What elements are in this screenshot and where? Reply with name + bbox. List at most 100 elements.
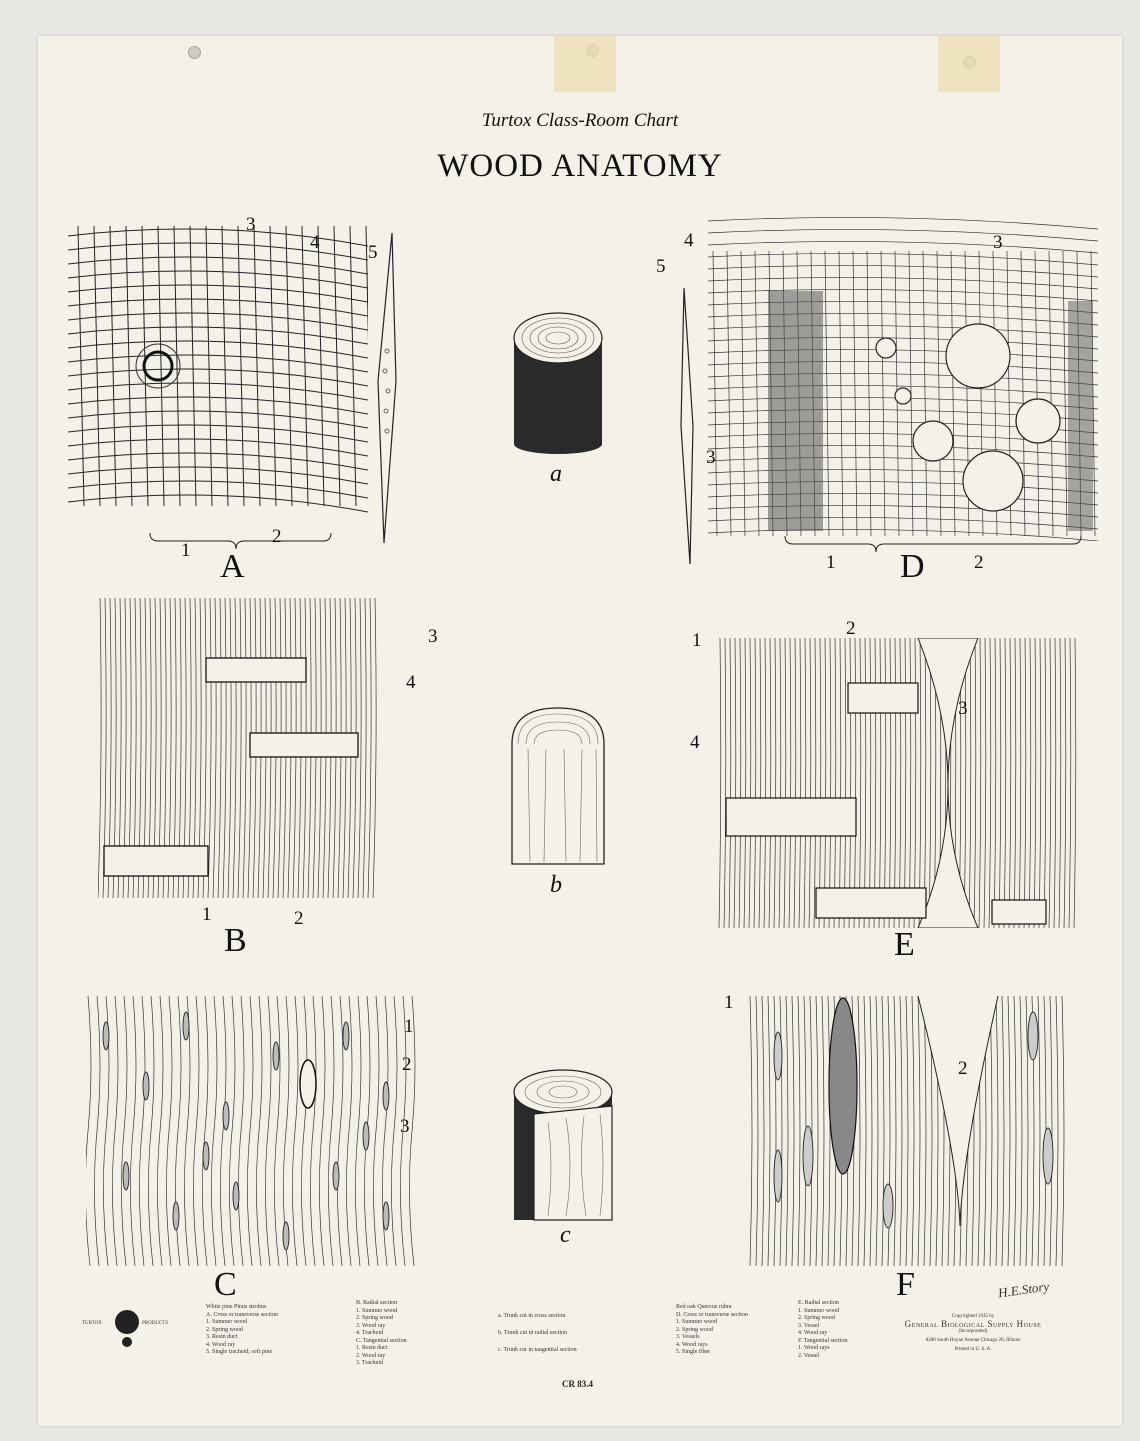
- legend-item: White pine Pinus strobus: [206, 1304, 267, 1310]
- legend-item: 2. Spring wood: [206, 1326, 243, 1333]
- legend-column-2: B. Radial section 1. Summer wood 2. Spri…: [356, 1300, 407, 1368]
- figure-b-label-3: 3: [428, 626, 438, 647]
- figure-f-tangential-section-drawing: [749, 996, 1065, 1266]
- publisher-block: Copyrighted 1945 by General Biological S…: [873, 1314, 1073, 1352]
- publisher-address: 8200 South Hoyne Avenue Chicago 20, Illi…: [925, 1338, 1021, 1343]
- publisher-line: (Incorporated): [958, 1329, 988, 1334]
- legend-item: 2. Wood ray: [356, 1352, 386, 1359]
- legend-item: 3. Wood ray: [356, 1322, 386, 1329]
- legend-item: 1. Summer wood: [206, 1319, 248, 1325]
- turtox-logo-icon: [115, 1310, 139, 1347]
- figure-c-label-2: 2: [402, 1054, 412, 1075]
- legend-item: 3. Vessels: [676, 1334, 700, 1340]
- figure-e-label-4: 4: [690, 732, 700, 753]
- legend-item: 1. Summer wood: [798, 1307, 840, 1314]
- figure-d-label-5: 5: [656, 256, 666, 277]
- figure-e-label-1: 1: [692, 630, 702, 651]
- figure-a-letter: A: [220, 548, 245, 585]
- legend-item: 2. Spring wood: [798, 1315, 835, 1321]
- figure-a-label-5: 5: [368, 242, 378, 263]
- legend-item: 1. Resin duct: [356, 1345, 388, 1351]
- figure-a-bracket: [149, 532, 332, 550]
- figure-b-label-2: 2: [294, 908, 304, 929]
- figure-f-label-2: 2: [958, 1058, 968, 1079]
- figure-d-bracket: [784, 535, 1082, 553]
- chart-poster: Turtox Class-Room Chart WOOD ANATOMY 3 4…: [38, 36, 1122, 1426]
- trunk-c-letter: c: [560, 1222, 571, 1248]
- publisher-line: Printed in U. S. A.: [954, 1347, 992, 1352]
- legend-item: 4. Wood ray: [206, 1341, 236, 1348]
- logo-text-right: PRODUCTS: [142, 1321, 169, 1326]
- legend-item: F. Tangential section: [798, 1337, 848, 1344]
- legend-item: C. Tangential section: [356, 1337, 407, 1344]
- legend-item: 2. Spring wood: [356, 1315, 393, 1321]
- trunk-a-letter: a: [550, 461, 562, 487]
- figure-d-label-3-top: 3: [993, 232, 1003, 253]
- legend-item: b. Trunk cut in radial section: [498, 1330, 567, 1336]
- trunk-b-letter: b: [550, 872, 562, 898]
- figure-a-label-2: 2: [272, 526, 282, 547]
- figure-b-label-4: 4: [406, 672, 416, 693]
- trunk-c-tangential-cut-drawing: [513, 1069, 613, 1221]
- legend-item: 4. Tracheid: [356, 1330, 383, 1336]
- legend-item: 4. Wood ray: [798, 1330, 828, 1336]
- figure-c-label-3: 3: [400, 1116, 410, 1137]
- legend-item: 2. Spring wood: [676, 1326, 713, 1333]
- legend-item: 2. Vessel: [798, 1352, 820, 1359]
- figure-d-label-4: 4: [684, 230, 694, 251]
- legend-item: 1. Summer wood: [356, 1307, 398, 1314]
- figure-a-label-4: 4: [310, 232, 320, 253]
- legend-item: D. Cross or transverse section: [676, 1311, 748, 1318]
- figure-e-radial-section-drawing: [718, 638, 1077, 928]
- legend-item: 1. Summer wood: [676, 1319, 718, 1325]
- figure-b-radial-section-drawing: [98, 598, 377, 898]
- chart-title: WOOD ANATOMY: [437, 148, 723, 184]
- legend-column-4: Red oak Quercus rubra D. Cross or transv…: [676, 1304, 748, 1357]
- legend-item: 1. Wood rays: [798, 1345, 830, 1351]
- legend-item: Red oak Quercus rubra: [676, 1304, 732, 1310]
- legend-item: 3. Tracheid: [356, 1360, 383, 1366]
- legend-column-1: White pine Pinus strobus A. Cross or tra…: [206, 1304, 278, 1357]
- figure-a-cross-section-drawing: [68, 225, 368, 513]
- logo-text-left: TURTOX: [82, 1321, 102, 1326]
- figure-e-letter: E: [894, 926, 915, 963]
- artist-signature: H.E.Story: [997, 1278, 1051, 1301]
- figure-d-letter: D: [900, 548, 925, 585]
- tape-strip-right: [938, 36, 1000, 92]
- figure-d-fiber-drawing: [680, 287, 694, 565]
- figure-d-label-2: 2: [974, 552, 984, 573]
- legend-item: E. Radial section: [798, 1300, 839, 1306]
- figure-d-cross-section-drawing: [708, 217, 1098, 541]
- legend-item: 3. Resin duct: [206, 1334, 238, 1340]
- trunk-a-cross-cut-drawing: [513, 312, 603, 454]
- chart-subtitle: Turtox Class-Room Chart: [481, 110, 679, 131]
- figure-c-tangential-section-drawing: [86, 996, 416, 1266]
- figure-a-label-3: 3: [246, 214, 256, 235]
- legend-column-3: a. Trunk cut in cross section b. Trunk c…: [498, 1308, 577, 1359]
- figure-a-tracheid-drawing: [377, 232, 397, 544]
- figure-f-letter: F: [896, 1266, 915, 1303]
- figure-d-label-3-left: 3: [706, 447, 716, 468]
- figure-f-label-1: 1: [724, 992, 734, 1013]
- trunk-b-radial-cut-drawing: [511, 707, 605, 865]
- figure-e-label-3: 3: [958, 698, 968, 719]
- legend-item: 4. Wood rays: [676, 1341, 708, 1348]
- punch-hole-left: [188, 46, 201, 59]
- figure-b-letter: B: [224, 922, 247, 959]
- figure-d-label-1: 1: [826, 552, 836, 573]
- legend-item: 3. Vessel: [798, 1322, 820, 1329]
- publisher-line: Copyrighted 1945 by: [951, 1314, 995, 1319]
- legend-item: 5. Single tracheid; soft pine: [206, 1349, 273, 1355]
- figure-c-letter: C: [214, 1266, 237, 1303]
- catalog-number: CR 83.4: [562, 1379, 593, 1389]
- figure-e-label-2: 2: [846, 618, 856, 639]
- tape-strip-middle: [554, 36, 616, 92]
- figure-a-label-1: 1: [181, 540, 191, 561]
- legend-item: A. Cross or transverse section: [206, 1311, 278, 1318]
- legend-column-5: E. Radial section 1. Summer wood 2. Spri…: [798, 1300, 847, 1360]
- figure-b-label-1: 1: [202, 904, 212, 925]
- publisher-name: General Biological Supply House: [904, 1319, 1042, 1329]
- legend-item: a. Trunk cut in cross section: [498, 1313, 566, 1319]
- figure-c-label-1: 1: [404, 1016, 414, 1037]
- legend-item: c. Trunk cut in tangential section: [498, 1347, 577, 1353]
